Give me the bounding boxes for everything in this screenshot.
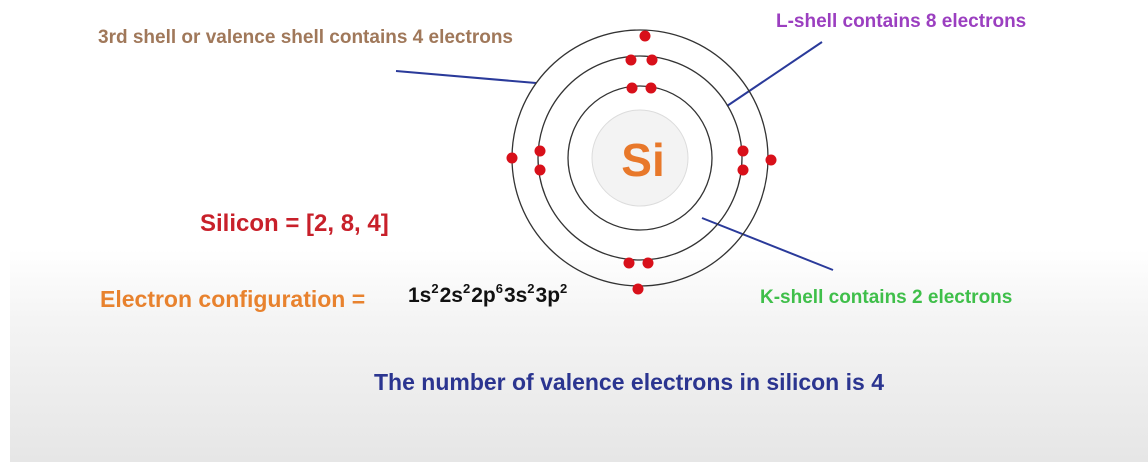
orbital-count: 2 <box>527 281 535 296</box>
l-shell-pointer-line <box>726 41 823 107</box>
orbital-term: 2p6 <box>471 281 504 307</box>
k-shell-label: K-shell contains 2 electrons <box>760 287 1013 308</box>
k-shell-pointer-line <box>701 217 834 271</box>
k-shell-orbit <box>567 85 713 231</box>
orbital-name: 2p <box>471 284 496 307</box>
orbital-name: 3p <box>535 284 561 307</box>
orbital-count: 2 <box>462 281 471 296</box>
orbital-term: 1s2 <box>408 281 440 307</box>
orbital-term: 3p2 <box>535 281 569 307</box>
orbital-term: 2s2 <box>439 281 472 307</box>
valence-shell-pointer-line <box>395 70 537 84</box>
nucleus <box>591 109 689 207</box>
l-shell-electron <box>623 257 635 269</box>
orbital-count: 6 <box>495 281 503 296</box>
orbital-name: 1s <box>408 284 432 307</box>
orbital-name: 3s <box>503 284 528 307</box>
k-shell-electron <box>626 82 638 94</box>
l-shell-orbit <box>537 55 743 261</box>
l-shell-electron <box>625 54 637 66</box>
l-shell-label: L-shell contains 8 electrons <box>776 11 1027 32</box>
valence-shell-electron <box>639 30 651 42</box>
valence-shell-electron <box>506 152 518 164</box>
l-shell-electron <box>737 164 749 176</box>
l-shell-electron <box>642 257 654 269</box>
orbital-name: 2s <box>439 284 463 307</box>
silicon-shell-distribution: Silicon = [2, 8, 4] <box>200 210 389 237</box>
valence-shell-electron <box>632 283 644 295</box>
left-border-strip <box>0 0 10 462</box>
orbital-count: 2 <box>431 281 439 296</box>
valence-electron-conclusion: The number of valence electrons in silic… <box>374 369 884 395</box>
electron-configuration-formula: 1s22s22p63s23p2 <box>408 281 569 308</box>
orbital-term: 3s2 <box>503 281 536 307</box>
l-shell-electron <box>737 145 749 157</box>
l-shell-electron <box>646 54 658 66</box>
valence-shell-electron <box>765 154 777 166</box>
l-shell-electron <box>534 164 546 176</box>
element-symbol: Si <box>621 134 665 186</box>
electron-configuration-label: Electron configuration = <box>100 286 366 312</box>
orbital-count: 2 <box>560 281 568 296</box>
k-shell-electron <box>645 82 657 94</box>
valence-shell-label: 3rd shell or valence shell contains 4 el… <box>98 27 514 48</box>
l-shell-electron <box>534 145 546 157</box>
